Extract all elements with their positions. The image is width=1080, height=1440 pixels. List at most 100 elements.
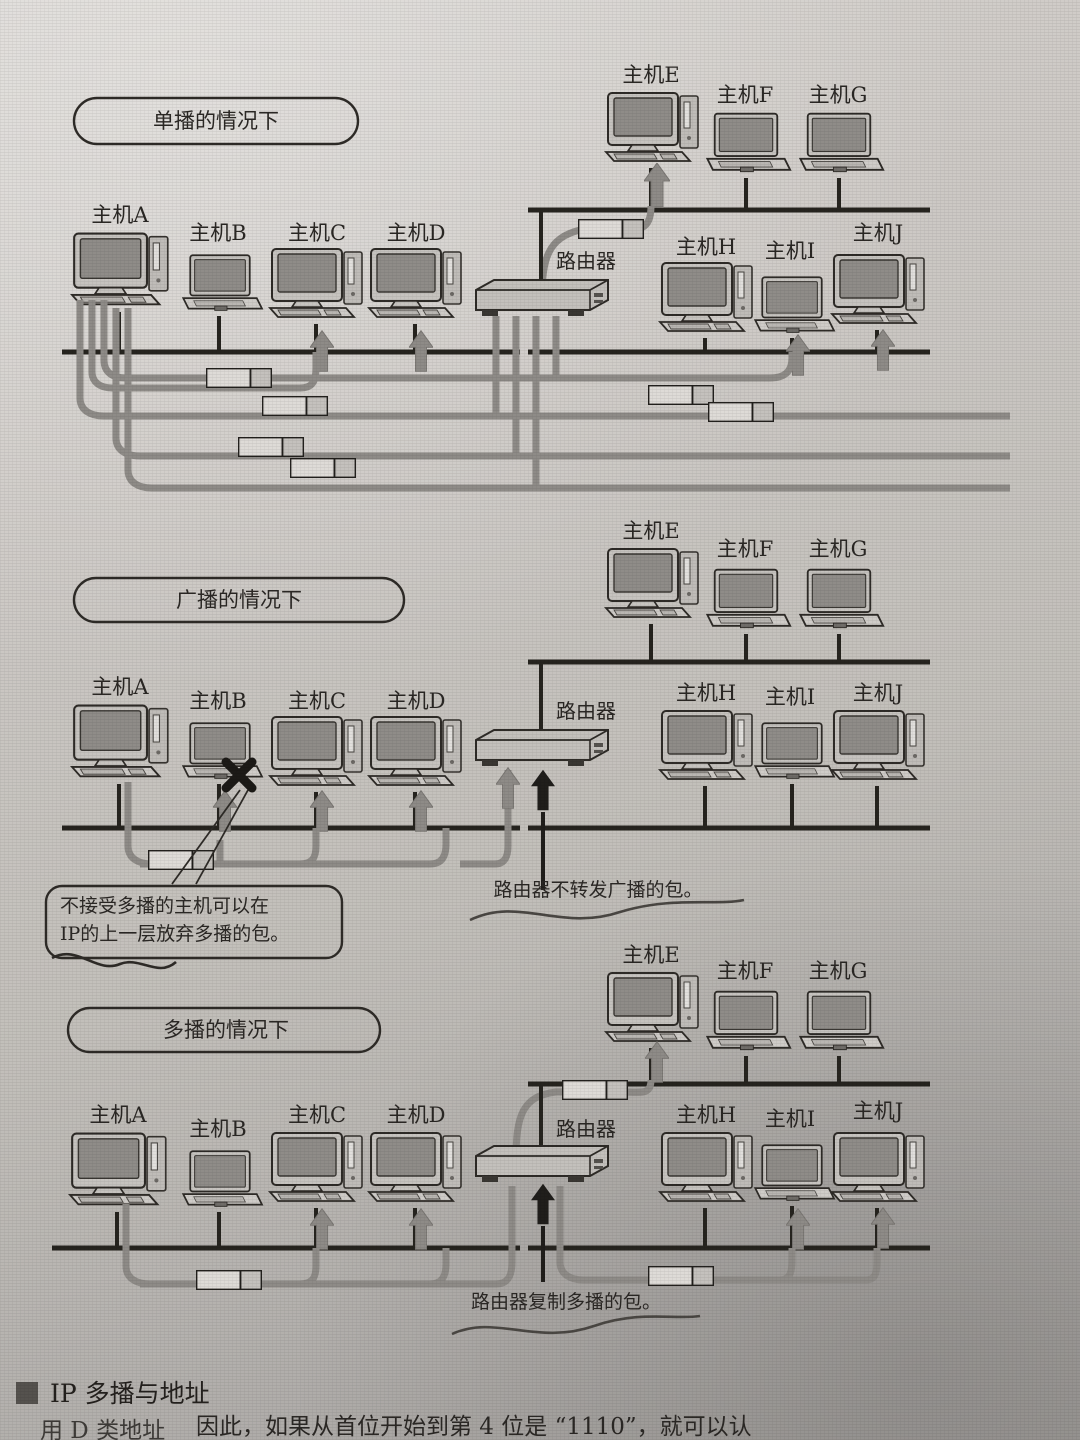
host-label-I-unicast: 主机I	[765, 239, 815, 263]
host-label-E-broadcast: 主机E	[622, 519, 679, 543]
router-icon-broadcast[interactable]	[475, 729, 609, 766]
host-icon-B-multicast	[182, 1150, 263, 1208]
host-icon-C-broadcast	[269, 716, 363, 786]
pill-label-multicast: 多播的情况下	[163, 1018, 289, 1042]
host-label-D-broadcast: 主机D	[387, 689, 446, 713]
host-icon-F-multicast	[706, 990, 792, 1051]
section-title-pill-multicast: 多播的情况下	[66, 1006, 382, 1054]
router-label-unicast: 路由器	[556, 249, 616, 273]
host-icon-C-multicast	[269, 1132, 363, 1202]
section-unicast: 单播的情况下 主机E 主机F 主机G 路由器 主机H 主机I 主机J	[62, 63, 1010, 492]
host-icon-A-unicast	[71, 232, 169, 306]
section-title-pill-unicast: 单播的情况下	[72, 96, 360, 146]
host-icon-A-multicast	[69, 1132, 167, 1206]
receive-arrow-I-multicast	[786, 1208, 810, 1250]
note-squiggle-broadcast	[469, 898, 745, 922]
host-icon-E-broadcast	[605, 548, 699, 618]
note-label-multicast: 路由器复制多播的包。	[471, 1291, 661, 1313]
blocked-arrow-broadcast	[531, 769, 555, 811]
router-icon-unicast[interactable]	[475, 279, 609, 316]
note-squiggle-multicast	[451, 1314, 701, 1336]
receive-arrow-D-broadcast	[409, 790, 433, 832]
host-icon-F-broadcast	[706, 568, 792, 629]
host-label-G-multicast: 主机G	[809, 959, 868, 983]
callout-squiggle-broadcast	[51, 952, 177, 970]
host-icon-I-unicast	[754, 276, 835, 334]
host-label-F-broadcast: 主机F	[717, 537, 774, 561]
host-label-D-unicast: 主机D	[387, 221, 446, 245]
router-label-broadcast: 路由器	[556, 699, 616, 723]
host-label-G-unicast: 主机G	[809, 83, 868, 107]
callout-line-2: IP的上一层放弃多播的包。	[60, 923, 289, 945]
packet-1-broadcast	[148, 850, 214, 870]
packet-to-E-multicast	[562, 1080, 628, 1100]
pill-label-broadcast: 广播的情况下	[176, 588, 302, 612]
footer: IP 多播与地址 用 D 类地址 因此，如果从首位开始到第 4 位是 “1110…	[16, 1379, 752, 1440]
note-label-broadcast: 路由器不转发广播的包。	[493, 879, 702, 901]
host-label-C-unicast: 主机C	[288, 221, 346, 245]
section-title-pill-broadcast: 广播的情况下	[72, 576, 406, 624]
receive-arrow-C-multicast	[310, 1208, 334, 1250]
host-icon-I-broadcast	[754, 722, 835, 780]
packet-5-unicast	[648, 385, 714, 405]
host-icon-I-multicast	[754, 1144, 835, 1202]
host-label-H-unicast: 主机H	[676, 235, 736, 259]
packet-6-unicast	[708, 402, 774, 422]
host-label-C-broadcast: 主机C	[288, 689, 346, 713]
host-label-A-unicast: 主机A	[91, 203, 149, 227]
callout-leader-a	[171, 789, 241, 885]
host-label-H-broadcast: 主机H	[676, 681, 736, 705]
host-icon-G-broadcast	[799, 568, 885, 629]
host-icon-H-multicast	[659, 1132, 753, 1202]
host-icon-D-multicast	[368, 1132, 462, 1202]
flow-broadcast	[124, 770, 512, 868]
packet-2-multicast	[648, 1266, 714, 1286]
receive-arrow-E-unicast	[644, 163, 670, 207]
host-label-F-unicast: 主机F	[717, 83, 774, 107]
packet-1-unicast	[206, 368, 272, 388]
host-label-F-multicast: 主机F	[717, 959, 774, 983]
host-label-E-unicast: 主机E	[622, 63, 679, 87]
packet-3-unicast	[238, 437, 304, 457]
host-label-J-broadcast: 主机J	[853, 681, 903, 705]
reject-x-icon-B-broadcast	[221, 757, 257, 793]
host-label-I-broadcast: 主机I	[765, 685, 815, 709]
host-icon-G-unicast	[799, 112, 885, 173]
callout-broadcast: 不接受多播的主机可以在 IP的上一层放弃多播的包。	[44, 789, 344, 970]
receive-arrow-D-multicast	[409, 1208, 433, 1250]
flow-into-router-unicast	[492, 316, 560, 488]
packet-2-unicast	[262, 396, 328, 416]
footer-body-clipped-left: 用 D 类地址	[40, 1418, 165, 1440]
host-label-J-multicast: 主机J	[853, 1099, 903, 1123]
host-icon-B-unicast	[182, 254, 263, 312]
section-multicast: 多播的情况下 主机E 主机F 主机G 路由器 主机H 主机I 主机J	[52, 943, 930, 1336]
receive-arrow-C-broadcast	[310, 790, 334, 832]
flow-bundle-unicast	[76, 300, 1010, 492]
host-label-B-unicast: 主机B	[189, 221, 246, 245]
router-icon-multicast[interactable]	[475, 1145, 609, 1182]
host-label-C-multicast: 主机C	[288, 1103, 346, 1127]
callout-line-1: 不接受多播的主机可以在	[60, 895, 269, 917]
host-icon-C-unicast	[269, 248, 363, 318]
callout-leader-b	[195, 789, 249, 885]
packet-4-unicast	[290, 458, 356, 478]
host-icon-A-broadcast	[71, 704, 169, 778]
host-icon-E-unicast	[605, 92, 699, 162]
host-label-E-multicast: 主机E	[622, 943, 679, 967]
host-icon-J-unicast	[831, 254, 925, 324]
host-label-J-unicast: 主机J	[853, 221, 903, 245]
footer-heading: IP 多播与地址	[50, 1379, 210, 1408]
bullet-square-icon	[16, 1382, 38, 1404]
host-label-D-multicast: 主机D	[387, 1103, 446, 1127]
host-icon-D-broadcast	[368, 716, 462, 786]
host-label-H-multicast: 主机H	[676, 1103, 736, 1127]
host-icon-J-broadcast	[831, 710, 925, 780]
host-icon-G-multicast	[799, 990, 885, 1051]
host-icon-F-unicast	[706, 112, 792, 173]
host-label-G-broadcast: 主机G	[809, 537, 868, 561]
host-icon-D-unicast	[368, 248, 462, 318]
router-label-multicast: 路由器	[556, 1117, 616, 1141]
host-icon-H-broadcast	[659, 710, 753, 780]
packet-1-multicast	[196, 1270, 262, 1290]
